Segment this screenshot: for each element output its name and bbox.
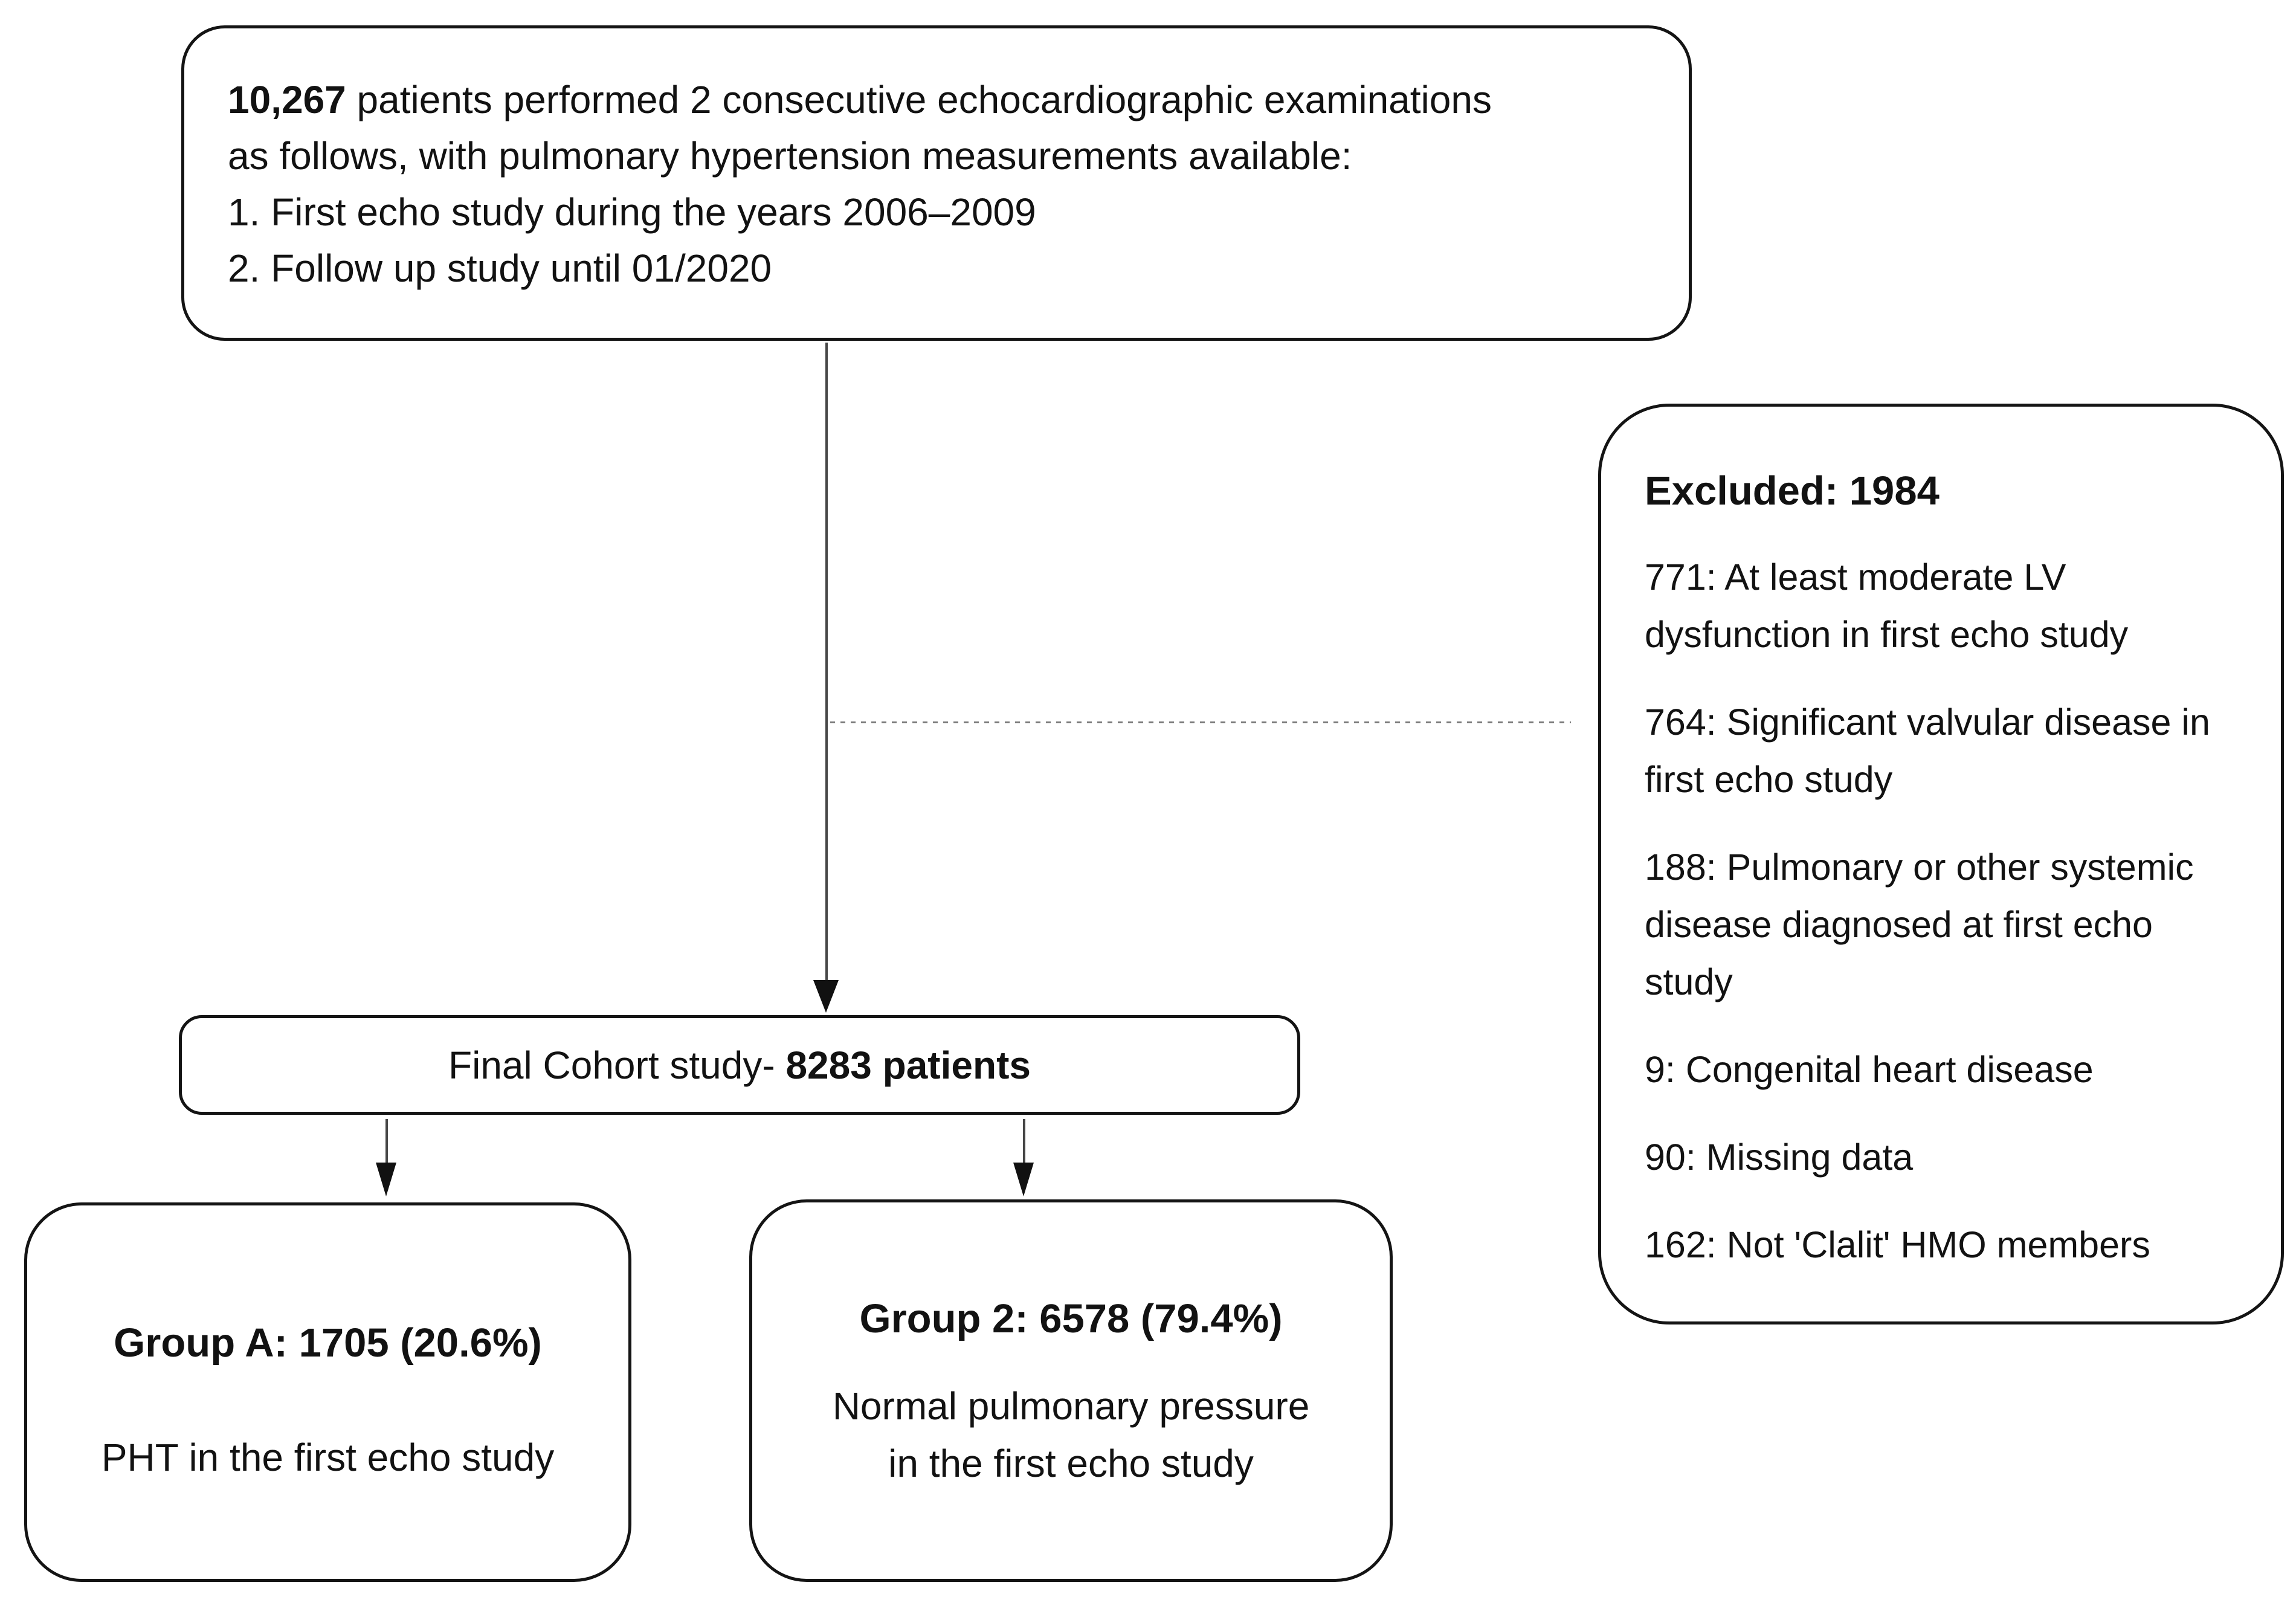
excluded-item-missing-data: 90: Missing data [1645, 1137, 1914, 1178]
group-2-subtitle: Normal pulmonary pressure in the first e… [752, 1378, 1390, 1492]
enrollment-line-1-rest: patients performed 2 consecutive echocar… [346, 78, 1492, 121]
enrollment-line-1: 10,267 patients performed 2 consecutive … [228, 72, 1659, 128]
group-a-subtitle: PHT in the first echo study [101, 1436, 555, 1479]
enrollment-count: 10,267 [228, 78, 346, 121]
main-flow-arrow-head [813, 980, 839, 1013]
excluded-item-valvular-disease: 764: Significant valvular disease in fir… [1645, 702, 2210, 800]
group-2-arrow-head [1013, 1163, 1034, 1196]
excluded-title: Excluded: 1984 [1645, 468, 1940, 514]
exclusion-dashed-connector [830, 721, 1571, 723]
group-2-subtitle-line-1: Normal pulmonary pressure [832, 1384, 1310, 1428]
group-2-arrow-stem [1023, 1119, 1025, 1165]
group-a-box: Group A: 1705 (20.6%) PHT in the first e… [24, 1202, 631, 1582]
excluded-box: Excluded: 1984 771: At least moderate LV… [1598, 404, 2284, 1324]
group-a-title: Group A: 1705 (20.6%) [114, 1320, 542, 1366]
group-a-arrow-head [376, 1163, 396, 1196]
final-cohort-box: Final Cohort study- 8283 patients [179, 1015, 1300, 1115]
main-flow-arrow-stem [825, 343, 828, 983]
group-2-subtitle-line-2: in the first echo study [888, 1442, 1254, 1485]
enrollment-box: 10,267 patients performed 2 consecutive … [181, 25, 1692, 341]
final-cohort-count: 8283 patients [785, 1043, 1031, 1087]
excluded-item-systemic-disease: 188: Pulmonary or other systemic disease… [1645, 847, 2194, 1002]
excluded-item-lv-dysfunction: 771: At least moderate LV dysfunction in… [1645, 557, 2129, 655]
enrollment-line-3: 1. First echo study during the years 200… [228, 190, 1036, 234]
final-cohort-label: Final Cohort study- [448, 1043, 786, 1087]
enrollment-line-2: as follows, with pulmonary hypertension … [228, 134, 1352, 178]
excluded-item-congenital: 9: Congenital heart disease [1645, 1049, 2094, 1090]
group-2-box: Group 2: 6578 (79.4%) Normal pulmonary p… [749, 1199, 1393, 1582]
group-2-title: Group 2: 6578 (79.4%) [859, 1296, 1283, 1341]
group-a-arrow-stem [385, 1119, 388, 1165]
excluded-item-not-clalit: 162: Not 'Clalit' HMO members [1645, 1224, 2150, 1265]
enrollment-line-4: 2. Follow up study until 01/2020 [228, 247, 772, 290]
